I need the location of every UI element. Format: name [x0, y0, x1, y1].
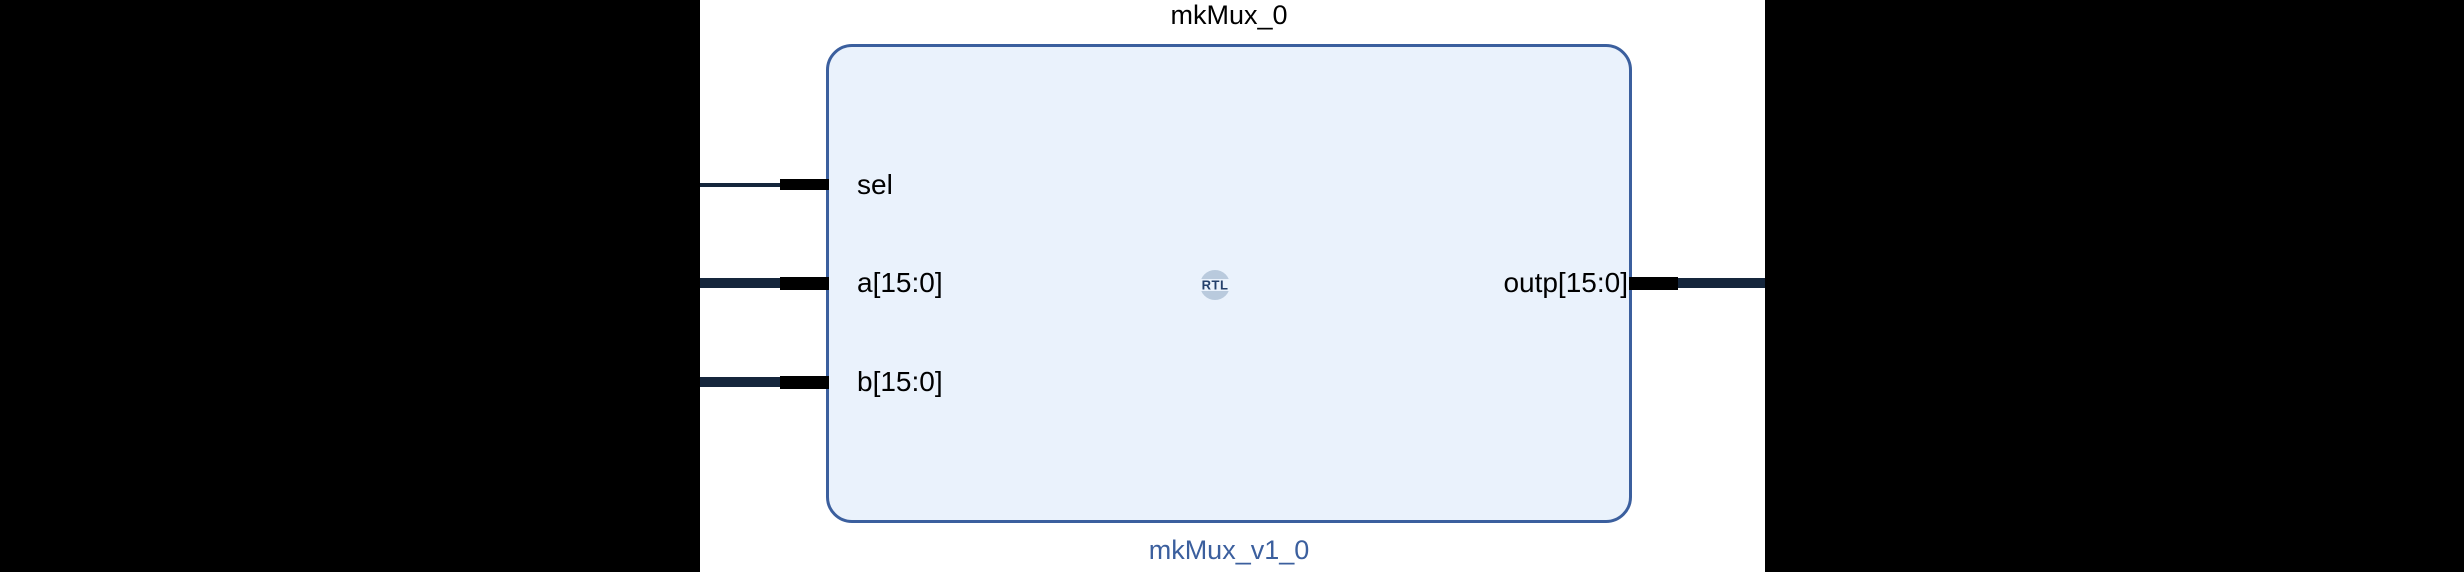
schematic-canvas[interactable]: mkMux_0 sel a[15:0] b[15:0] outp[15:0] R…: [700, 0, 1765, 572]
wire-a[interactable]: [700, 278, 780, 288]
wire-b[interactable]: [700, 377, 780, 387]
rtl-badge-icon: RTL: [1192, 262, 1238, 308]
rtl-badge-text: RTL: [1202, 278, 1229, 293]
port-label-b: b[15:0]: [857, 366, 943, 397]
wire-outp[interactable]: [1678, 278, 1765, 288]
wire-sel[interactable]: [700, 183, 780, 187]
port-label-outp: outp[15:0]: [1503, 267, 1628, 298]
port-stub-sel[interactable]: [780, 179, 829, 190]
port-label-a: a[15:0]: [857, 267, 943, 298]
viewport-mask-right: [1765, 0, 2464, 572]
port-stub-b[interactable]: [780, 376, 829, 389]
instance-label[interactable]: mkMux_v1_0: [1148, 535, 1310, 565]
port-label-sel: sel: [857, 169, 893, 200]
viewport-mask-left: [0, 0, 700, 572]
port-stub-a[interactable]: [780, 277, 829, 290]
port-stub-outp[interactable]: [1629, 277, 1678, 290]
module-title: mkMux_0: [1170, 0, 1288, 30]
